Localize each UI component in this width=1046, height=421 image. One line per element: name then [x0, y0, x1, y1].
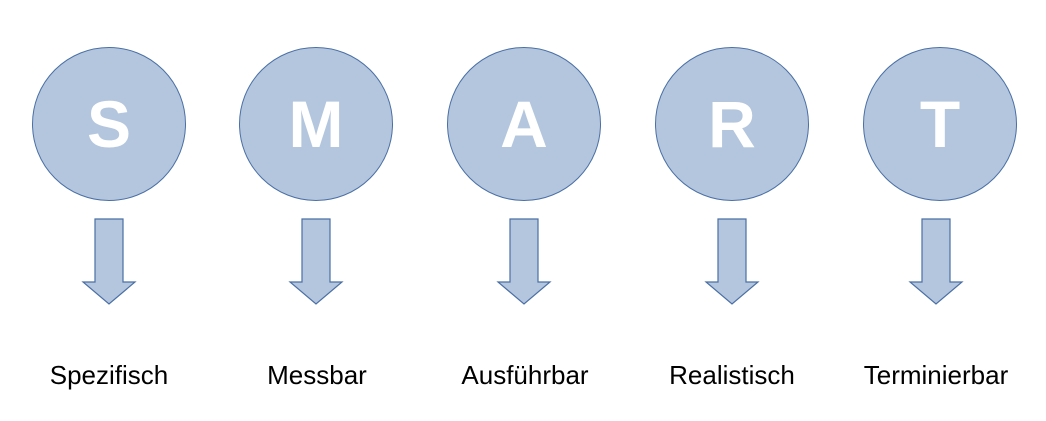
down-arrow-icon: [704, 218, 760, 305]
letter-circle-m: M: [239, 47, 393, 201]
letter-circle-a: A: [447, 47, 601, 201]
smart-item-s: S Spezifisch: [4, 0, 214, 421]
down-arrow-icon: [496, 218, 552, 305]
letter-s: S: [86, 87, 132, 161]
down-arrow-icon: [288, 218, 344, 305]
label-messbar: Messbar: [267, 360, 367, 390]
smart-item-m: M Messbar: [212, 0, 422, 421]
smart-item-r: R Realistisch: [627, 0, 837, 421]
letter-circle-s: S: [32, 47, 186, 201]
down-arrow-icon: [81, 218, 137, 305]
letter-m: M: [288, 87, 344, 161]
letter-circle-t: T: [863, 47, 1017, 201]
smart-item-t: T Terminierbar: [831, 0, 1041, 421]
label-ausfuehrbar: Ausführbar: [461, 360, 589, 390]
letter-t: T: [919, 87, 961, 161]
label-terminierbar: Terminierbar: [863, 360, 1009, 390]
letter-r: R: [708, 87, 756, 161]
down-arrow-icon: [908, 218, 964, 305]
label-realistisch: Realistisch: [669, 360, 795, 390]
label-spezifisch: Spezifisch: [49, 360, 169, 390]
smart-item-a: A Ausführbar: [420, 0, 630, 421]
letter-circle-r: R: [655, 47, 809, 201]
letter-a: A: [500, 87, 548, 161]
